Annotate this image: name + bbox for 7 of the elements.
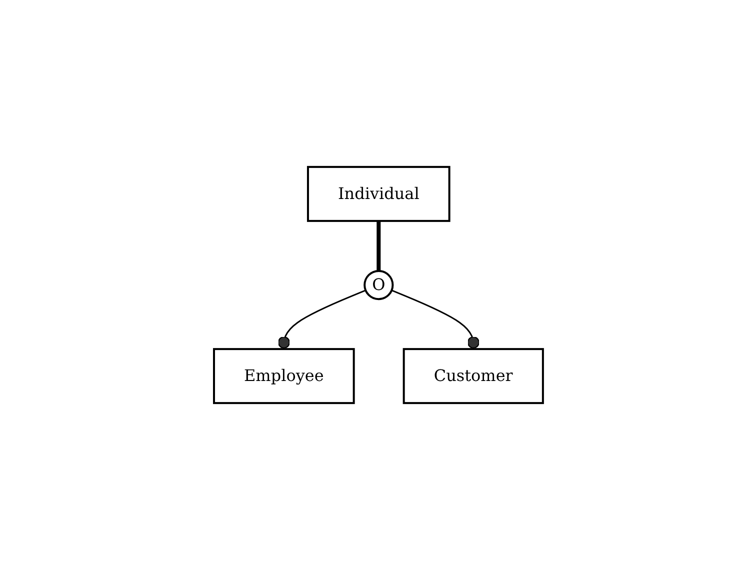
- node-box: Individual: [306, 166, 450, 222]
- connector: [277, 290, 366, 350]
- node-box: Customer: [402, 348, 544, 404]
- node-circle: O: [363, 270, 394, 300]
- connector: [376, 220, 380, 271]
- connector: [390, 290, 479, 350]
- node-box: Employee: [212, 348, 354, 404]
